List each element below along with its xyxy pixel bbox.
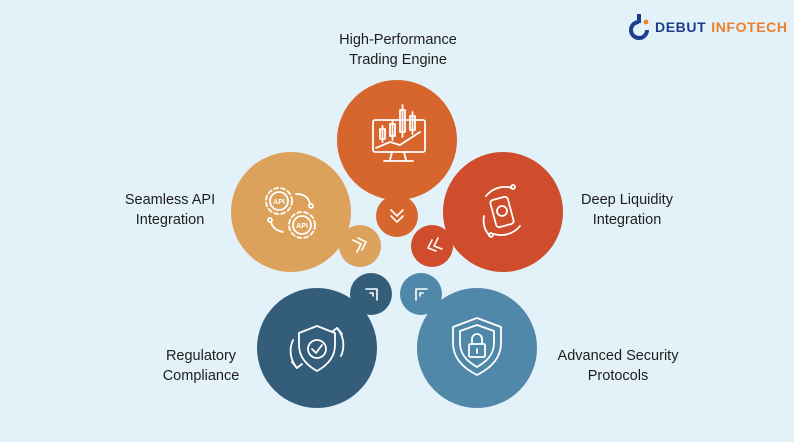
corner-arrow-icon xyxy=(365,288,378,301)
segment-security-protocols xyxy=(400,273,537,408)
corner-arrow-icon xyxy=(415,288,428,301)
api-gears-icon xyxy=(265,187,316,239)
api-text-mark: API xyxy=(273,199,285,206)
label-deep-liquidity: Deep Liquidity Integration xyxy=(581,192,673,228)
label-regulatory-compliance: Regulatory Compliance xyxy=(162,348,240,384)
trading-monitor-icon xyxy=(372,104,426,162)
segment-trading-engine xyxy=(337,80,457,237)
segment-regulatory-compliance xyxy=(257,273,392,408)
chevron-left-down-icon xyxy=(427,237,443,252)
brand-name-part1: DEBUT xyxy=(655,19,707,35)
chevron-down-icon xyxy=(390,209,404,223)
chevron-right-icon xyxy=(352,237,367,253)
label-security-protocols: Advanced Security Protocols xyxy=(557,348,679,384)
shield-check-icon xyxy=(289,325,345,372)
label-trading-engine: High-Performance Trading Engine xyxy=(339,32,457,68)
segment-api-integration: API API xyxy=(231,152,381,272)
api-text-mark: API xyxy=(296,223,308,230)
shield-lock-icon xyxy=(452,317,502,376)
segment-deep-liquidity xyxy=(411,152,563,272)
brand-name-part2: INFOTECH xyxy=(711,19,788,35)
label-api-integration: Seamless API Integration xyxy=(124,192,216,228)
brand-logo: DEBUT INFOTECH xyxy=(629,12,788,42)
brand-mark-icon xyxy=(629,14,649,40)
liquidity-icon xyxy=(482,184,521,238)
